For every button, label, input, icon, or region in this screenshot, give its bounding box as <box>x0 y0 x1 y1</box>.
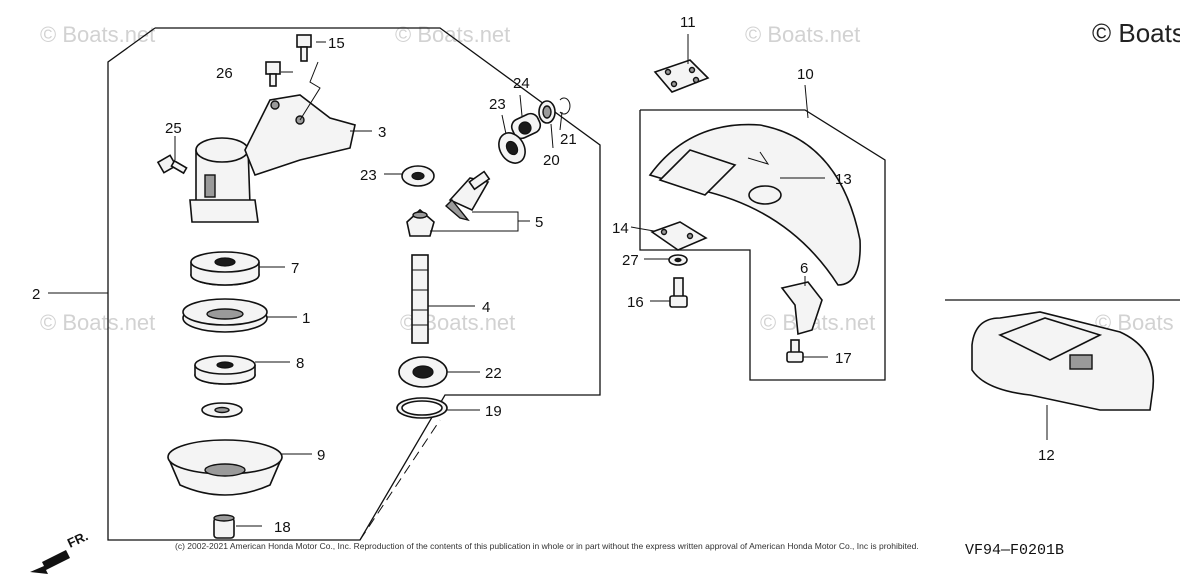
bearing-23-lower <box>401 165 435 187</box>
callout-6: 6 <box>800 260 808 277</box>
group-frame-right <box>639 109 886 381</box>
group-frame-left <box>107 27 601 541</box>
callout-5: 5 <box>535 214 543 231</box>
callout-26: 26 <box>216 65 233 82</box>
group-frame-left-dash <box>359 419 441 541</box>
blade-guard-12 <box>971 311 1155 411</box>
callout-14: 14 <box>612 220 629 237</box>
callout-4: 4 <box>482 299 490 316</box>
callout-13: 13 <box>835 171 852 188</box>
bearing-22 <box>398 356 448 388</box>
watermark: © Boats.net <box>40 22 155 47</box>
plate-14 <box>650 221 708 251</box>
bolt-15 <box>296 34 312 62</box>
bolt-25 <box>156 154 188 175</box>
callout-25: 25 <box>165 120 182 137</box>
callout-11: 11 <box>680 14 696 31</box>
callout-27: 27 <box>622 252 639 269</box>
bearing-23-upper <box>498 132 526 164</box>
callout-12: 12 <box>1038 447 1055 464</box>
holder <box>194 355 256 385</box>
callout-21: 21 <box>560 131 577 148</box>
circlip-19 <box>396 397 448 419</box>
callout-7: 7 <box>291 260 299 277</box>
callout-17: 17 <box>835 350 852 367</box>
blade-guard-10 <box>648 123 861 286</box>
callout-20: 20 <box>543 152 560 169</box>
washer-27 <box>668 254 688 266</box>
gear-case <box>189 94 356 223</box>
gear-cover <box>190 251 260 286</box>
cup <box>167 439 283 496</box>
watermark: © Boats.net <box>40 310 155 335</box>
front-label: FR. <box>65 528 90 550</box>
callout-23-upper: 23 <box>489 96 506 113</box>
bolt-16 <box>669 277 688 308</box>
callout-1: 1 <box>302 310 310 327</box>
shaft <box>411 254 429 344</box>
callout-8: 8 <box>296 355 304 372</box>
bracket-6 <box>780 281 823 336</box>
bolt-26 <box>265 61 281 87</box>
callout-10: 10 <box>797 66 814 83</box>
callout-23-lower: 23 <box>360 167 377 184</box>
outer-guard <box>182 298 268 333</box>
watermark: © Boats.net <box>745 22 860 47</box>
washer <box>201 402 243 418</box>
oil-seal <box>538 100 556 124</box>
callout-18: 18 <box>274 519 291 536</box>
bevel-gear-set <box>406 170 491 237</box>
callout-2: 2 <box>32 286 40 303</box>
copyright-notice: (c) 2002-2021 American Honda Motor Co., … <box>175 541 919 551</box>
leader-lines <box>48 34 1048 527</box>
watermark: © Boats.net <box>395 22 510 47</box>
bolt-17 <box>786 339 804 363</box>
callout-15: 15 <box>328 35 345 52</box>
callout-22: 22 <box>485 365 502 382</box>
figure-code: VF94—F0201B <box>965 542 1064 559</box>
front-direction-arrow: FR. <box>30 528 90 574</box>
needle-bearing <box>510 112 542 140</box>
callout-24: 24 <box>513 75 530 92</box>
callout-19: 19 <box>485 403 502 420</box>
callout-16: 16 <box>627 294 644 311</box>
circlip-21 <box>559 97 571 115</box>
watermark-corner: © Boats <box>1092 18 1180 48</box>
callout-3: 3 <box>378 124 386 141</box>
callout-9: 9 <box>317 447 325 464</box>
nut <box>213 514 235 539</box>
guard-bracket-11 <box>653 59 710 93</box>
